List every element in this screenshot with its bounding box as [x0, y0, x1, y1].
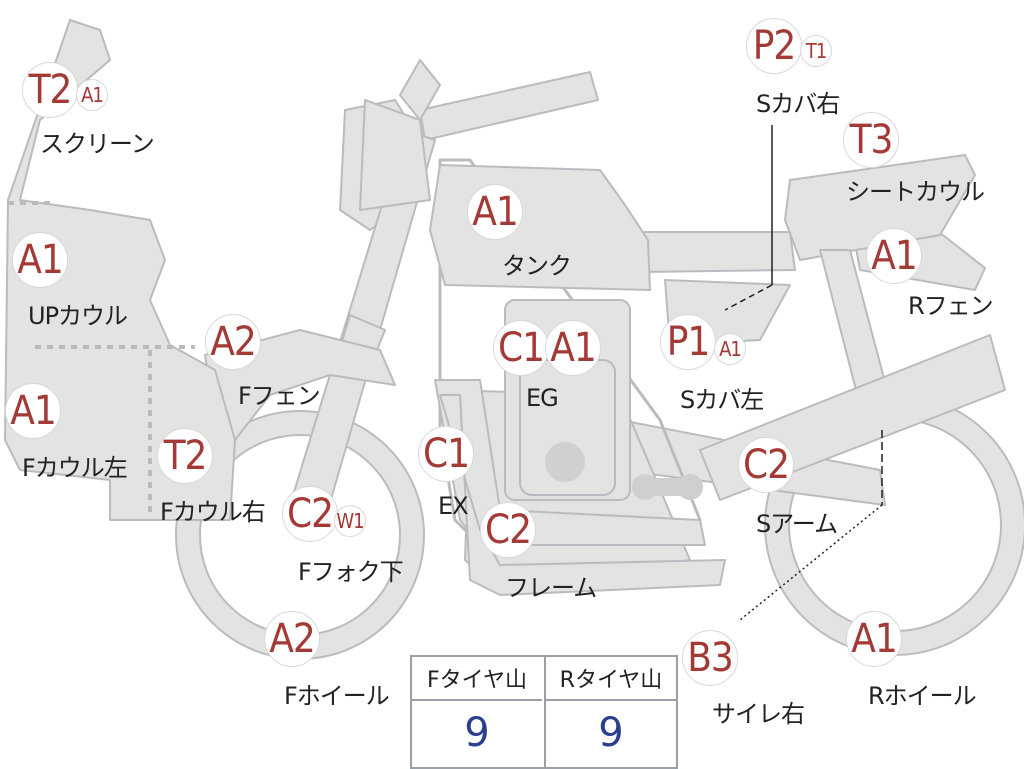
code-badge: A2	[205, 314, 261, 370]
code-badge: T2	[22, 62, 78, 118]
code-badge: A1	[76, 79, 108, 111]
front-tire-column: Fタイヤ山 9	[412, 657, 542, 767]
code-badge: A1	[545, 320, 601, 376]
part-label-rfender: Rフェン	[908, 292, 994, 320]
code-badge: W1	[334, 505, 366, 537]
code-badge: P2	[746, 18, 802, 74]
code-badge: C1	[493, 320, 549, 376]
part-label-frame: フレーム	[505, 574, 597, 602]
code-badge: C1	[418, 426, 474, 482]
part-label-ffender: Fフェン	[238, 382, 321, 410]
code-badge: A1	[846, 611, 902, 667]
rear-tire-column: Rタイヤ山 9	[544, 657, 676, 767]
front-tire-header: Fタイヤ山	[412, 657, 542, 701]
code-badge: P1	[660, 314, 716, 370]
rear-tire-header: Rタイヤ山	[546, 657, 676, 701]
seat-cowl-shape	[784, 154, 976, 261]
code-badge: T2	[157, 428, 213, 484]
part-label-fwheel: Fホイール	[284, 682, 390, 710]
part-label-ex: EX	[438, 492, 469, 520]
part-label-fcowl-right: Fカウル右	[160, 498, 266, 526]
code-badge: A1	[467, 184, 523, 240]
part-label-seatcowl: シートカウル	[846, 178, 985, 206]
part-label-scover-left: Sカバ左	[680, 386, 764, 414]
part-label-ffork: Fフォク下	[298, 558, 404, 586]
part-label-upcowl: UPカウル	[28, 302, 128, 330]
front-tire-value: 9	[464, 710, 490, 756]
code-badge: T1	[800, 35, 832, 67]
code-badge: A1	[714, 333, 746, 365]
part-label-scover-right: Sカバ右	[756, 90, 840, 118]
code-badge: C2	[480, 502, 536, 558]
part-label-silencer-right: サイレ右	[712, 700, 805, 728]
code-badge: C2	[738, 437, 794, 493]
part-label-sarm: Sアーム	[756, 510, 838, 538]
code-badge: A1	[5, 383, 61, 439]
code-badge: B3	[682, 630, 738, 686]
code-badge: C2	[282, 486, 338, 542]
code-badge: A1	[12, 232, 68, 288]
part-label-screen: スクリーン	[40, 130, 155, 158]
rear-tire-value: 9	[598, 710, 624, 756]
code-badge: A1	[866, 228, 922, 284]
part-label-eg: EG	[526, 384, 559, 412]
part-label-tank: タンク	[502, 252, 572, 280]
code-badge: A2	[264, 611, 320, 667]
part-label-fcowl-left: Fカウル左	[22, 454, 128, 482]
tire-tread-table: Fタイヤ山 9 Rタイヤ山 9	[410, 655, 678, 769]
part-label-rwheel: Rホイール	[868, 682, 977, 710]
code-badge: T3	[843, 112, 899, 168]
